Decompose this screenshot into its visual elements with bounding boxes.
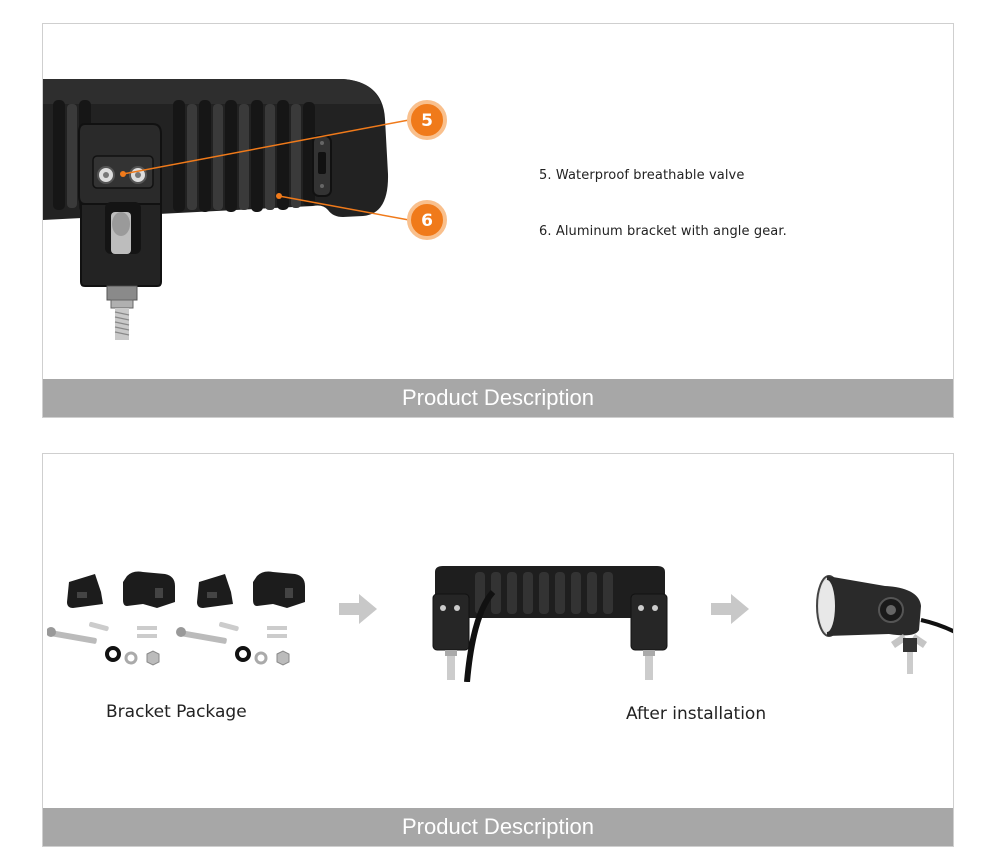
product-description-banner: Product Description [43, 808, 953, 846]
product-description-banner: Product Description [43, 379, 953, 417]
callout-6-badge: 6 [421, 211, 433, 231]
bracket-package-caption: Bracket Package [106, 702, 247, 722]
pod-light-side-view-image [816, 575, 953, 674]
feature-text-valve: 5. Waterproof breathable valve [539, 168, 745, 183]
installed-light-bar-image [432, 566, 668, 682]
installation-panel: Bracket Package [42, 453, 954, 847]
bracket-package-image [47, 571, 305, 666]
arrow-right-icon [339, 594, 377, 624]
feature-text-bracket: 6. Aluminum bracket with angle gear. [539, 224, 787, 239]
callout-5-badge: 5 [421, 111, 433, 131]
arrow-right-icon [711, 594, 749, 624]
product-detail-panel: 5 6 5. Waterproof breathable valve 6. Al… [42, 23, 954, 418]
light-bar-closeup-image: 5 6 [43, 79, 447, 340]
after-installation-caption: After installation [626, 704, 767, 724]
